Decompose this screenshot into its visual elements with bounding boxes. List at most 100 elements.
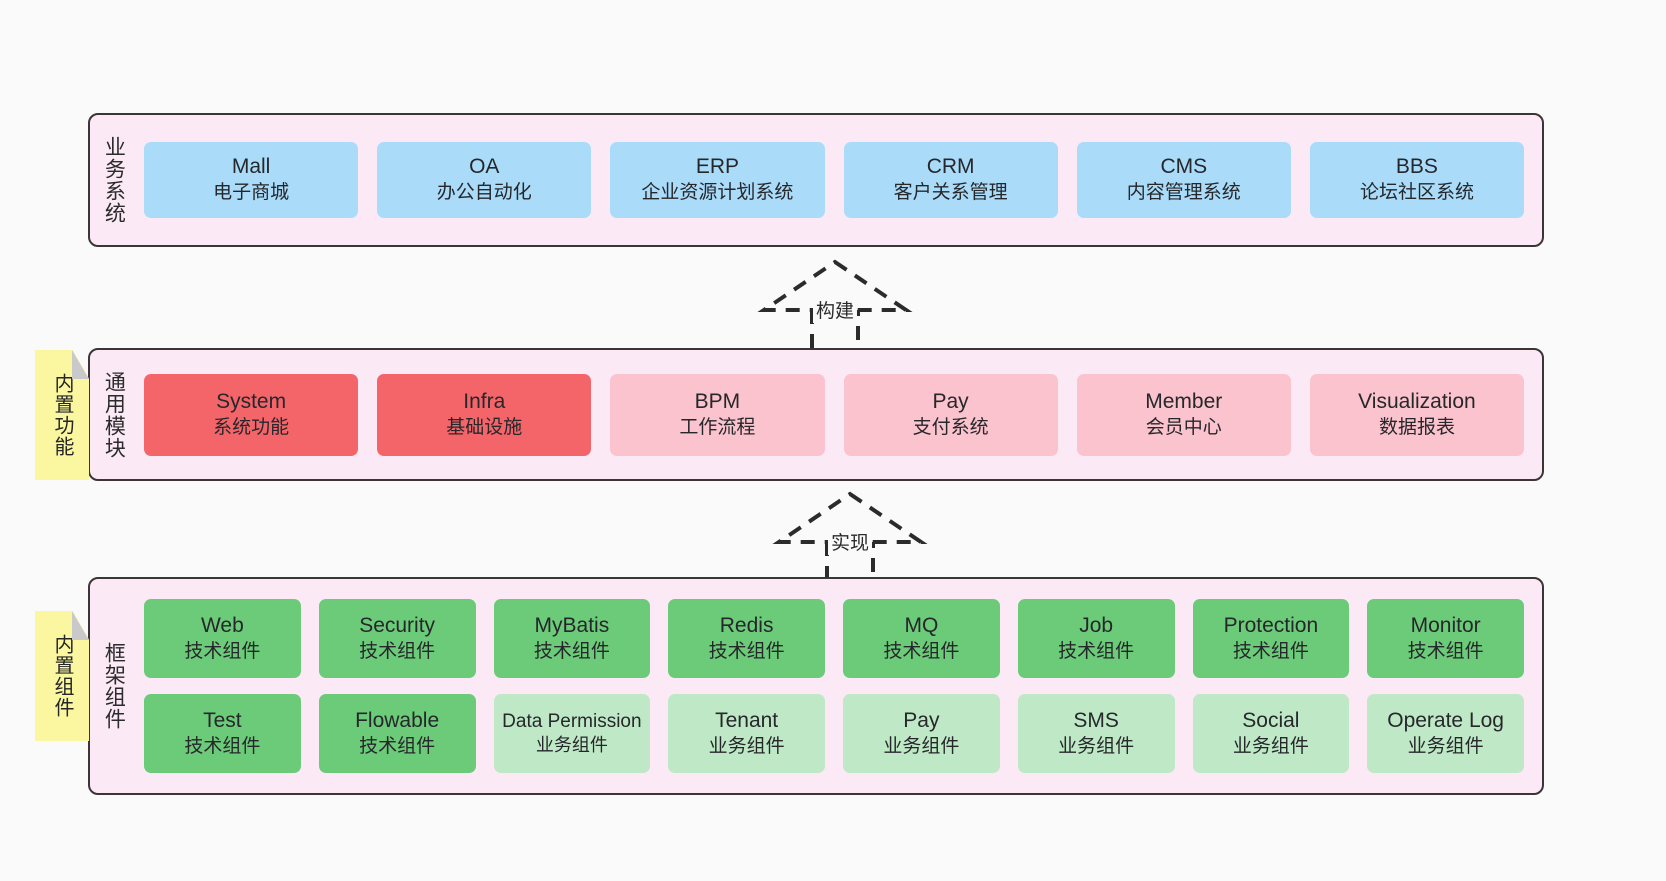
card-title-en: Monitor	[1410, 613, 1481, 637]
card-title-cn: 基础设施	[446, 416, 523, 438]
card-title-en: SMS	[1073, 708, 1119, 732]
card-title-cn: 业务组件	[1058, 735, 1135, 757]
card-title-en: Visualization	[1358, 389, 1476, 413]
card-title-en: Protection	[1223, 613, 1319, 637]
card-title-en: Pay	[932, 389, 969, 413]
card-pay-module[interactable]: Pay 支付系统	[843, 373, 1058, 456]
card-title-en: ERP	[695, 155, 740, 179]
card-title-en: Member	[1145, 389, 1223, 413]
card-title-cn: 业务组件	[883, 735, 960, 757]
card-mq[interactable]: MQ 技术组件	[843, 599, 1000, 678]
card-title-en: Job	[1079, 613, 1114, 637]
arrow-realize-label: 实现	[827, 528, 873, 555]
card-title-en: Tenant	[715, 708, 779, 732]
card-security[interactable]: Security 技术组件	[318, 599, 476, 678]
card-title-cn: 技术组件	[1058, 640, 1135, 662]
card-title-en: Operate Log	[1387, 708, 1504, 732]
card-title-en: CRM	[926, 155, 975, 179]
card-title-en: MyBatis	[534, 613, 610, 637]
card-title-en: Web	[200, 613, 244, 637]
sticky-note-label: 内置组件	[51, 634, 73, 718]
card-title-en: BPM	[694, 389, 741, 413]
card-title-cn: 业务组件	[1407, 735, 1484, 757]
card-oa[interactable]: OA 办公自动化	[377, 142, 592, 218]
card-member[interactable]: Member 会员中心	[1076, 373, 1291, 456]
card-title-cn: 业务组件	[708, 735, 785, 757]
card-redis[interactable]: Redis 技术组件	[668, 599, 825, 678]
card-title-cn: 会员中心	[1145, 416, 1222, 438]
card-crm[interactable]: CRM 客户关系管理	[843, 142, 1058, 218]
card-bpm[interactable]: BPM 工作流程	[610, 373, 825, 456]
arrow-build: 构建	[757, 258, 913, 353]
card-title-cn: 技术组件	[533, 640, 610, 662]
card-bbs[interactable]: BBS 论坛社区系统	[1309, 142, 1525, 218]
layer-title-framework-components: 框架组件	[102, 642, 126, 730]
card-title-cn: 数据报表	[1378, 416, 1455, 438]
card-title-cn: 内容管理系统	[1126, 182, 1241, 204]
card-title-cn: 技术组件	[1232, 640, 1309, 662]
card-system[interactable]: System 系统功能	[144, 373, 359, 456]
card-data-permission[interactable]: Data Permission 业务组件	[493, 694, 651, 773]
card-title-en: Infra	[463, 389, 506, 413]
card-test[interactable]: Test 技术组件	[144, 694, 301, 773]
card-job[interactable]: Job 技术组件	[1017, 599, 1175, 678]
card-title-cn: 技术组件	[883, 640, 960, 662]
arrow-realize: 实现	[772, 490, 928, 585]
framework-row-technical: Web 技术组件 Security 技术组件 MyBatis 技术组件 Redi…	[144, 599, 1524, 678]
framework-row-business: Test 技术组件 Flowable 技术组件 Data Permission …	[144, 694, 1524, 773]
card-title-en: BBS	[1395, 155, 1438, 179]
layer-title-business-system: 业务系统	[102, 136, 126, 224]
card-title-cn: 技术组件	[184, 735, 261, 757]
card-mybatis[interactable]: MyBatis 技术组件	[493, 599, 651, 678]
card-pay-component[interactable]: Pay 业务组件	[843, 694, 1000, 773]
card-social[interactable]: Social 业务组件	[1192, 694, 1350, 773]
card-title-cn: 系统功能	[213, 416, 290, 438]
card-title-cn: 办公自动化	[436, 182, 532, 204]
card-title-en: Mall	[231, 155, 271, 179]
card-title-cn: 业务组件	[535, 735, 608, 756]
card-sms[interactable]: SMS 业务组件	[1017, 694, 1175, 773]
layer-business-system: 业务系统 Mall 电子商城 OA 办公自动化 ERP 企业资源计划系统 CRM…	[88, 113, 1544, 247]
card-title-cn: 技术组件	[359, 640, 436, 662]
card-title-cn: 技术组件	[184, 640, 261, 662]
card-protection[interactable]: Protection 技术组件	[1192, 599, 1350, 678]
card-title-cn: 电子商城	[213, 182, 290, 204]
card-title-en: Data Permission	[502, 710, 642, 732]
layer-common-modules: 通用模块 System 系统功能 Infra 基础设施 BPM 工作流程 Pay…	[88, 348, 1544, 481]
layer-framework-components: 框架组件 Web 技术组件 Security 技术组件 MyBatis 技术组件…	[88, 577, 1544, 795]
card-title-en: Social	[1242, 708, 1300, 732]
card-title-en: Test	[203, 708, 242, 732]
layer-body-business-system: Mall 电子商城 OA 办公自动化 ERP 企业资源计划系统 CRM 客户关系…	[136, 115, 1542, 245]
card-title-en: Flowable	[355, 708, 440, 732]
card-title-cn: 企业资源计划系统	[641, 182, 794, 204]
card-title-en: Redis	[719, 613, 774, 637]
arrow-build-label: 构建	[812, 296, 858, 323]
card-title-en: Pay	[903, 708, 940, 732]
card-erp[interactable]: ERP 企业资源计划系统	[610, 142, 825, 218]
card-title-en: MQ	[904, 613, 939, 637]
card-title-en: System	[216, 389, 287, 413]
card-title-en: CMS	[1160, 155, 1208, 179]
card-title-en: Security	[359, 613, 436, 637]
card-mall[interactable]: Mall 电子商城	[144, 142, 359, 218]
card-title-cn: 论坛社区系统	[1359, 182, 1474, 204]
layer-body-common-modules: System 系统功能 Infra 基础设施 BPM 工作流程 Pay 支付系统…	[136, 350, 1542, 479]
card-operate-log[interactable]: Operate Log 业务组件	[1367, 694, 1524, 773]
card-web[interactable]: Web 技术组件	[144, 599, 301, 678]
card-visualization[interactable]: Visualization 数据报表	[1309, 373, 1525, 456]
card-title-cn: 技术组件	[359, 735, 436, 757]
card-title-cn: 客户关系管理	[893, 182, 1008, 204]
card-title-en: OA	[469, 155, 500, 179]
card-infra[interactable]: Infra 基础设施	[377, 373, 592, 456]
card-cms[interactable]: CMS 内容管理系统	[1076, 142, 1291, 218]
card-flowable[interactable]: Flowable 技术组件	[318, 694, 476, 773]
layer-body-framework-components: Web 技术组件 Security 技术组件 MyBatis 技术组件 Redi…	[136, 579, 1542, 793]
layer-title-common-modules: 通用模块	[102, 370, 126, 459]
sticky-note-label: 内置功能	[51, 373, 73, 457]
card-title-cn: 支付系统	[912, 416, 989, 438]
card-title-cn: 业务组件	[1232, 735, 1309, 757]
card-monitor[interactable]: Monitor 技术组件	[1367, 599, 1524, 678]
card-title-cn: 技术组件	[708, 640, 785, 662]
card-tenant[interactable]: Tenant 业务组件	[668, 694, 825, 773]
